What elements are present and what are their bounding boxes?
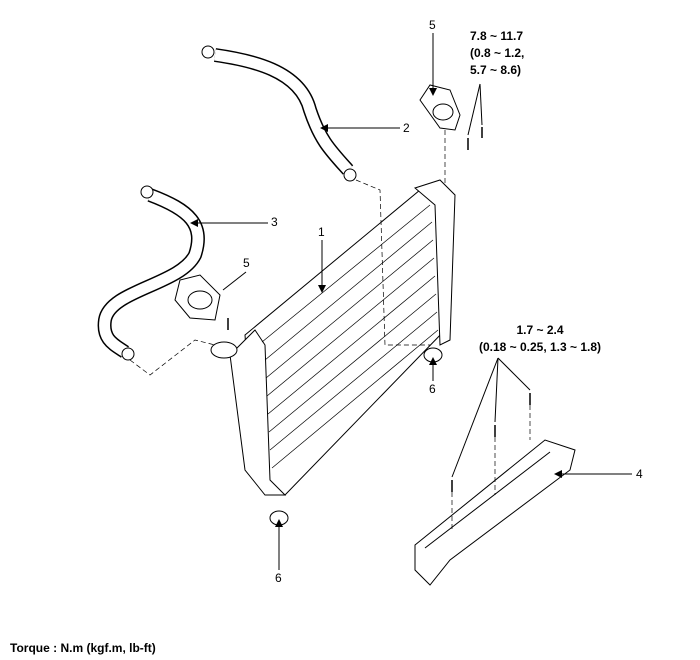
torque-unit-footer: Torque : N.m (kgf.m, lb-ft)	[10, 641, 156, 655]
torque-label-cover: 1.7 ~ 2.4 (0.18 ~ 0.25, 1.3 ~ 1.8)	[465, 322, 615, 356]
callout-3: 3	[271, 215, 278, 229]
callout-5-lower: 5	[243, 256, 250, 270]
torque-line: 1.7 ~ 2.4	[516, 323, 564, 337]
callout-6-right: 6	[429, 382, 436, 396]
torque-line: 7.8 ~ 11.7	[470, 29, 524, 43]
lower-bracket	[174, 274, 221, 321]
callout-2: 2	[403, 121, 410, 135]
lower-cover	[414, 439, 576, 586]
torque-line: (0.18 ~ 0.25, 1.3 ~ 1.8)	[478, 340, 602, 354]
torque-line: 5.7 ~ 8.6)	[470, 63, 522, 77]
torque-label-bracket: 7.8 ~ 11.7 (0.8 ~ 1.2, 5.7 ~ 8.6)	[470, 28, 524, 79]
callout-4: 4	[636, 467, 643, 481]
upper-bracket	[419, 84, 461, 131]
torque-line: (0.8 ~ 1.2,	[470, 46, 525, 60]
radiator	[210, 179, 456, 496]
callout-6-bottom: 6	[275, 571, 282, 585]
callout-1: 1	[318, 225, 325, 239]
leader-lines	[198, 33, 632, 570]
callout-5-upper: 5	[429, 18, 436, 32]
